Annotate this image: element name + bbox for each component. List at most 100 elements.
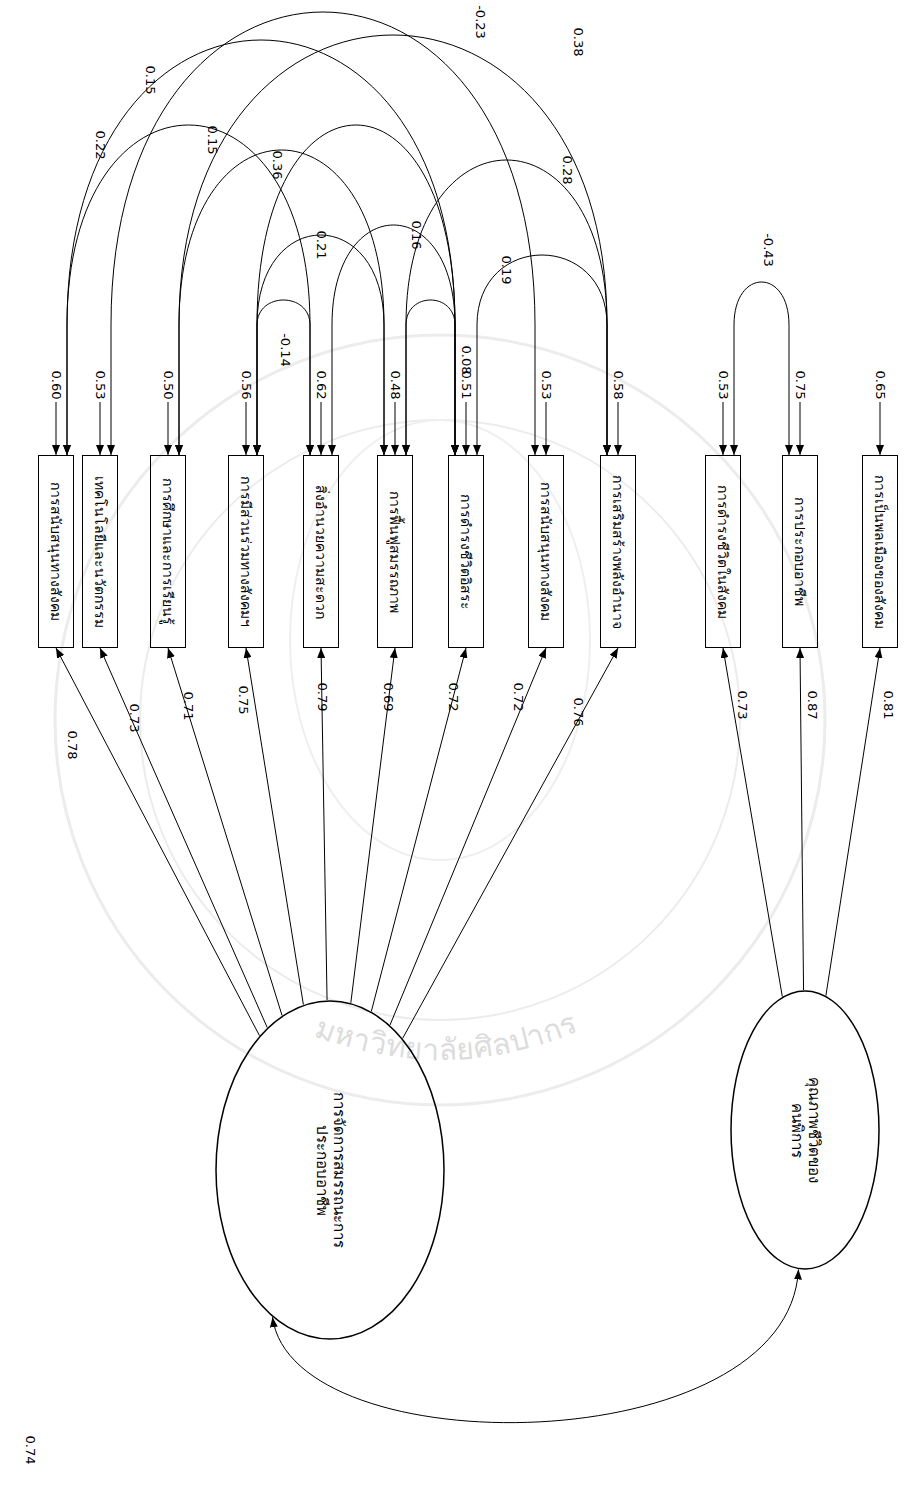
error-arrow bbox=[100, 402, 101, 455]
latent-ellipse: คุณภาพชีวิตของคนพิการ bbox=[730, 990, 880, 1270]
latent-covariance-arrow bbox=[273, 1269, 799, 1422]
indicator-name: การศึกษาและการเรียนรู้ bbox=[160, 478, 176, 625]
loading-value: 0.72 bbox=[512, 683, 525, 712]
loading-arrow bbox=[168, 648, 282, 1015]
loading-value: 0.71 bbox=[182, 692, 195, 721]
loading-value: 0.73 bbox=[736, 691, 749, 720]
error-arrow bbox=[321, 402, 322, 455]
error-arrow bbox=[246, 402, 247, 455]
covariance-arrow bbox=[257, 235, 384, 455]
indicator-name: การเป็นพลเมืองของสังคม bbox=[872, 475, 888, 629]
latent-ellipse: การจัดการสมรรถนะการประกอบอาชีพ bbox=[215, 1000, 445, 1340]
error-arrow bbox=[800, 402, 801, 455]
ellipse-shape bbox=[216, 1001, 444, 1339]
indicator-box: เทคโนโลยีและนวัตกรรม bbox=[82, 455, 118, 648]
covariance-value: -0.23 bbox=[474, 5, 487, 39]
loading-value: 0.78 bbox=[66, 731, 79, 760]
covariance-value: 0.15 bbox=[144, 66, 157, 95]
covariance-value: 0.36 bbox=[271, 151, 284, 180]
covariance-arrow bbox=[406, 300, 455, 455]
indicator-name: การฟื้นฟูสมรรถภาพ bbox=[387, 491, 403, 613]
watermark-text: มหาวิทยาลัยศิลปากร bbox=[311, 1005, 581, 1067]
seal-figure bbox=[290, 420, 590, 860]
error-arrow bbox=[546, 402, 547, 455]
indicator-name: การดำรงชีวิตในสังคม bbox=[715, 485, 731, 619]
loading-arrow bbox=[800, 648, 804, 990]
error-arrow bbox=[395, 402, 396, 455]
error-variance: 0.56 bbox=[240, 371, 253, 400]
loading-value: 0.79 bbox=[316, 683, 329, 712]
indicator-name: สิ่งอำนวยความสะดวก bbox=[313, 485, 329, 619]
indicator-box: การดำรงชีวิตอิสระ bbox=[448, 455, 484, 648]
covariance-arrow bbox=[111, 12, 535, 455]
error-variance: 0.65 bbox=[874, 371, 887, 400]
covariance-arrow bbox=[179, 150, 384, 455]
covariance-arrow bbox=[257, 125, 455, 455]
error-arrow bbox=[168, 402, 169, 455]
error-variance: 0.48 bbox=[389, 371, 402, 400]
loading-value: 0.76 bbox=[572, 698, 585, 727]
indicator-box: การประกอบอาชีพ bbox=[782, 455, 818, 648]
indicator-box: การฟื้นฟูสมรรถภาพ bbox=[377, 455, 413, 648]
error-arrow bbox=[723, 402, 724, 455]
ellipse-shape bbox=[731, 991, 879, 1269]
covariance-value: -0.43 bbox=[762, 233, 775, 267]
covariance-arrow bbox=[257, 300, 310, 455]
indicator-name: การสนับสนุนทางสังคม bbox=[538, 482, 554, 621]
loading-arrow bbox=[371, 648, 466, 1011]
loading-arrow bbox=[826, 648, 880, 996]
indicator-name: การดำรงชีวิตอิสระ bbox=[458, 494, 474, 610]
covariance-value: 0.38 bbox=[572, 28, 585, 57]
seal-ring bbox=[140, 420, 740, 1020]
loading-value: 0.81 bbox=[882, 691, 895, 720]
loading-arrow bbox=[390, 648, 546, 1025]
covariance-value: 0.74 bbox=[24, 1436, 37, 1465]
indicator-name: การประกอบอาชีพ bbox=[792, 497, 808, 606]
covariance-value: 0.15 bbox=[206, 126, 219, 155]
error-variance: 0.53 bbox=[540, 371, 553, 400]
indicator-box: การสนับสนุนทางสังคม bbox=[528, 455, 564, 648]
indicator-name: การเสริมสร้างพลังอำนาจ bbox=[610, 475, 626, 629]
indicator-box: สิ่งอำนวยความสะดวก bbox=[303, 455, 339, 648]
watermark-text: มหาวิทยาลัยศิลปากร bbox=[311, 1005, 581, 1067]
indicator-box: การสนับสนุนทางสังคม bbox=[38, 455, 74, 648]
covariance-arrow bbox=[67, 125, 310, 455]
error-variance: 0.50 bbox=[162, 371, 175, 400]
loading-value: 0.73 bbox=[128, 704, 141, 733]
seal-ring bbox=[55, 335, 825, 1105]
error-arrow bbox=[56, 402, 57, 455]
error-variance: 0.53 bbox=[717, 371, 730, 400]
indicator-box: การมีส่วนร่วมทางสังคมฯ bbox=[228, 455, 264, 648]
loading-arrow bbox=[723, 648, 782, 997]
latent-name: คุณภาพชีวิตของคนพิการ bbox=[788, 1071, 823, 1189]
covariance-arrow bbox=[67, 40, 455, 455]
error-variance: 0.62 bbox=[315, 371, 328, 400]
loading-arrow bbox=[56, 648, 260, 1036]
indicator-box: การเป็นพลเมืองของสังคม bbox=[862, 455, 898, 648]
error-variance: 0.53 bbox=[94, 371, 107, 400]
error-arrows bbox=[56, 402, 880, 455]
covariance-value: 0.22 bbox=[94, 131, 107, 160]
covariance-value: 0.16 bbox=[410, 221, 423, 250]
loading-value: 0.75 bbox=[237, 686, 250, 715]
loading-arrow bbox=[351, 648, 395, 1003]
covariance-value: 0.08 bbox=[460, 346, 473, 375]
indicator-box: การดำรงชีวิตในสังคม bbox=[705, 455, 741, 648]
loading-arrow bbox=[246, 648, 303, 1005]
loading-value: 0.69 bbox=[382, 683, 395, 712]
error-variance: 0.60 bbox=[50, 371, 63, 400]
error-variance: 0.58 bbox=[612, 371, 625, 400]
indicator-name: การมีส่วนร่วมทางสังคมฯ bbox=[238, 476, 254, 627]
error-arrow bbox=[880, 402, 881, 455]
loading-arrow bbox=[100, 648, 267, 1028]
covariance-value: 0.21 bbox=[315, 231, 328, 260]
loading-value: 0.87 bbox=[806, 691, 819, 720]
covariance-value: 0.28 bbox=[561, 156, 574, 185]
latent-name: การจัดการสมรรถนะการประกอบอาชีพ bbox=[313, 1088, 348, 1253]
loading-arrow bbox=[403, 648, 618, 1038]
error-arrow bbox=[618, 402, 619, 455]
covariance-arrow bbox=[406, 160, 607, 455]
